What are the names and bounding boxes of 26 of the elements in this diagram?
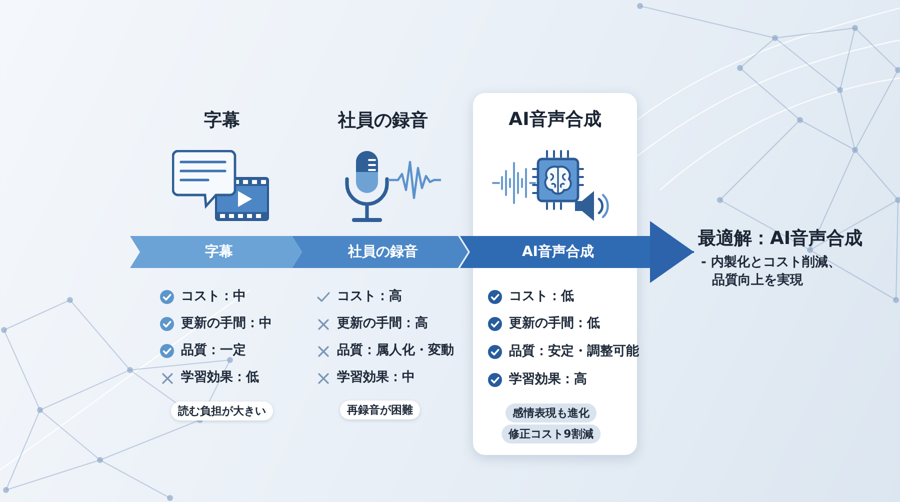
note-pill: 読む負担が大きい bbox=[171, 402, 273, 420]
list-item-text: 更新の手間：高 bbox=[337, 315, 428, 333]
chevron-step: AI音声合成 bbox=[460, 236, 650, 268]
list-item-text: 学習効果：中 bbox=[337, 369, 415, 387]
list-item-text: 更新の手間：中 bbox=[181, 315, 272, 333]
list-item-text: 更新の手間：低 bbox=[509, 315, 600, 333]
list-item-text: コスト：中 bbox=[181, 288, 246, 306]
chevron-step: 字幕 bbox=[130, 236, 302, 268]
list-item-text: 学習効果：高 bbox=[509, 371, 587, 389]
note-pill: 修正コスト9割減 bbox=[502, 424, 600, 444]
note-pill: 再録音が困難 bbox=[340, 400, 420, 420]
conclusion-note: - 内製化とコスト削減、品質向上を実現 bbox=[701, 254, 842, 290]
list-item-text: 品質：属人化・変動 bbox=[337, 342, 454, 360]
arrow bbox=[650, 221, 694, 283]
column-heading: 字幕 bbox=[204, 110, 240, 132]
column-heading: 社員の録音 bbox=[338, 110, 428, 132]
list-item-text: コスト：低 bbox=[509, 288, 574, 306]
column-heading: AI音声合成 bbox=[508, 109, 602, 131]
note-pill: 感情表現も進化 bbox=[506, 404, 596, 422]
chevron-step: 社員の録音 bbox=[292, 236, 468, 268]
conclusion-heading: 最適解：AI音声合成 bbox=[698, 227, 863, 251]
highlight-card bbox=[473, 93, 637, 455]
list-item-text: 品質：一定 bbox=[181, 342, 246, 360]
list-item-text: 学習効果：低 bbox=[181, 369, 259, 387]
list-item-text: コスト：高 bbox=[337, 288, 402, 306]
list-item-text: 品質：安定・調整可能 bbox=[509, 343, 639, 361]
